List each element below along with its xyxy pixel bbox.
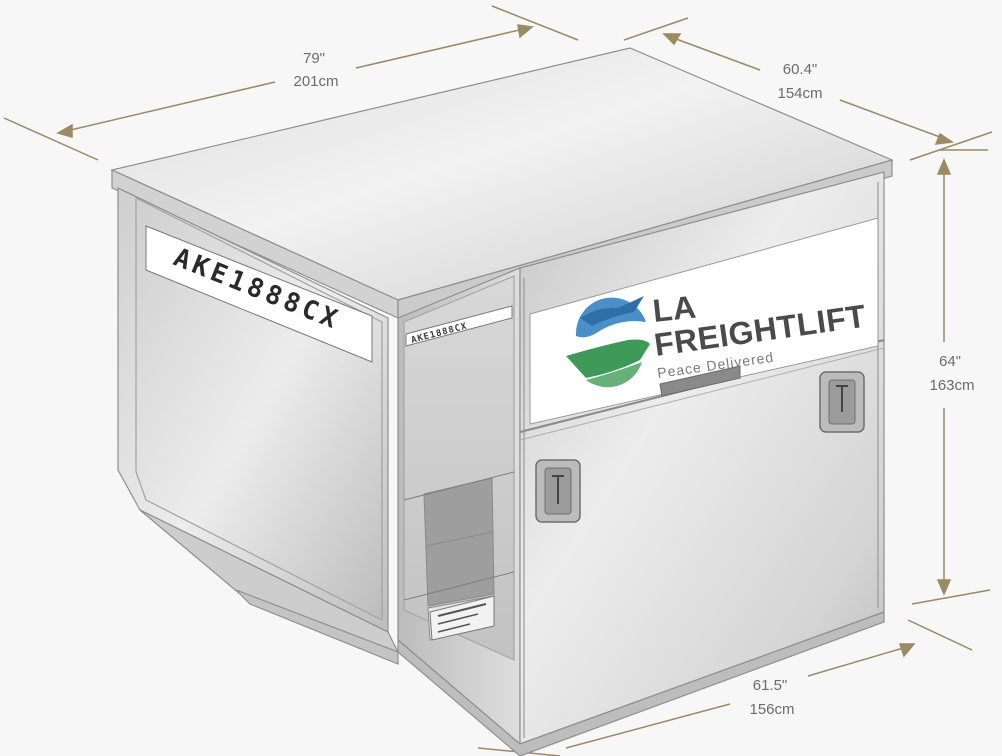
data-plate [429,595,495,641]
latch-upper-right [819,371,865,433]
front-handle [659,365,741,397]
width-imperial-label: 60.4" [783,61,818,78]
base-imperial-label: 61.5" [753,677,788,694]
dimension-lines [3,5,993,756]
latch-lower-left [535,459,581,523]
length-imperial-label: 79" [303,50,325,67]
uld-container [110,47,894,756]
width-metric-label: 154cm [777,85,822,102]
length-metric-label: 201cm [293,73,338,90]
base-metric-label: 156cm [749,701,794,718]
height-imperial-label: 64" [939,353,961,370]
freightlift-logo-icon [566,296,650,388]
logo-line1: LA [651,289,698,329]
container-base-left-rail [235,589,399,665]
height-metric-label: 163cm [929,377,974,394]
